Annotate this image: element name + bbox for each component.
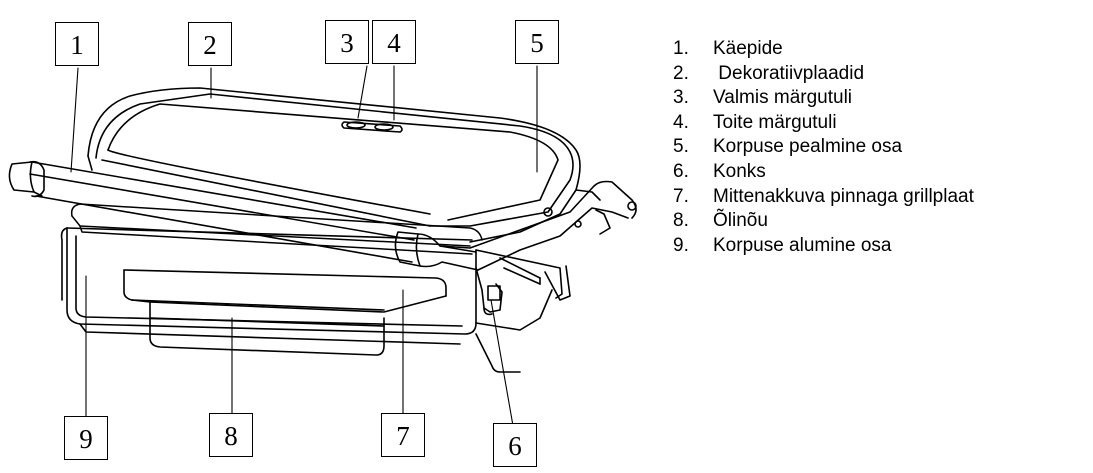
legend-label: Valmis märgutuli xyxy=(713,87,853,109)
legend-item: 8. Õlinõu xyxy=(673,209,974,234)
legend-item: 4. Toite märgutuli xyxy=(673,111,974,136)
legend-label: Toite märgutuli xyxy=(713,111,837,133)
callout-box-4: 4 xyxy=(372,20,416,64)
legend-item: 1. Käepide xyxy=(673,37,974,62)
legend-item: 3. Valmis märgutuli xyxy=(673,86,974,111)
parts-legend: 1. Käepide 2. Dekoratiivplaadid 3. Valmis … xyxy=(673,37,974,258)
callout-box-1: 1 xyxy=(55,22,99,66)
upper-lid xyxy=(87,87,601,243)
front-handle xyxy=(8,160,637,271)
legend-number: 9. xyxy=(673,234,689,256)
hook xyxy=(475,257,541,316)
legend-label: Korpuse alumine osa xyxy=(713,234,892,256)
legend-number: 6. xyxy=(673,160,689,182)
callout-box-3: 3 xyxy=(325,20,369,64)
legend-label: Õlinõu xyxy=(713,210,768,232)
legend-number: 8. xyxy=(673,210,689,232)
legend-label: Dekoratiivplaadid xyxy=(713,62,865,84)
callout-box-6: 6 xyxy=(493,423,537,467)
legend-number: 3. xyxy=(673,87,689,109)
legend-number: 1. xyxy=(673,38,689,59)
legend-item: 9. Korpuse alumine osa xyxy=(673,234,974,259)
callout-box-9: 9 xyxy=(64,416,108,460)
legend-item: 2. Dekoratiivplaadid xyxy=(673,62,974,87)
legend-label: Mittenakkuva pinnaga grillplaat xyxy=(713,185,974,207)
legend-item: 5. Korpuse pealmine osa xyxy=(673,135,974,160)
leader-lines xyxy=(70,65,538,444)
legend-item: 7. Mittenakkuva pinnaga grillplaat xyxy=(673,185,974,210)
callout-box-5: 5 xyxy=(515,20,559,64)
callout-box-2: 2 xyxy=(188,22,232,66)
legend-label: Korpuse pealmine osa xyxy=(713,136,903,158)
legend-label: Käepide xyxy=(713,38,783,59)
callout-box-7: 7 xyxy=(381,413,425,457)
callout-box-8: 8 xyxy=(209,413,253,457)
legend-number: 4. xyxy=(673,111,689,133)
legend-number: 5. xyxy=(673,136,689,158)
legend-item: 6. Konks xyxy=(673,160,974,185)
legend-number: 2. xyxy=(673,62,689,84)
drip-tray xyxy=(123,269,447,356)
legend-number: 7. xyxy=(673,185,689,207)
legend-label: Konks xyxy=(713,160,766,182)
indicator-lights xyxy=(341,121,403,133)
